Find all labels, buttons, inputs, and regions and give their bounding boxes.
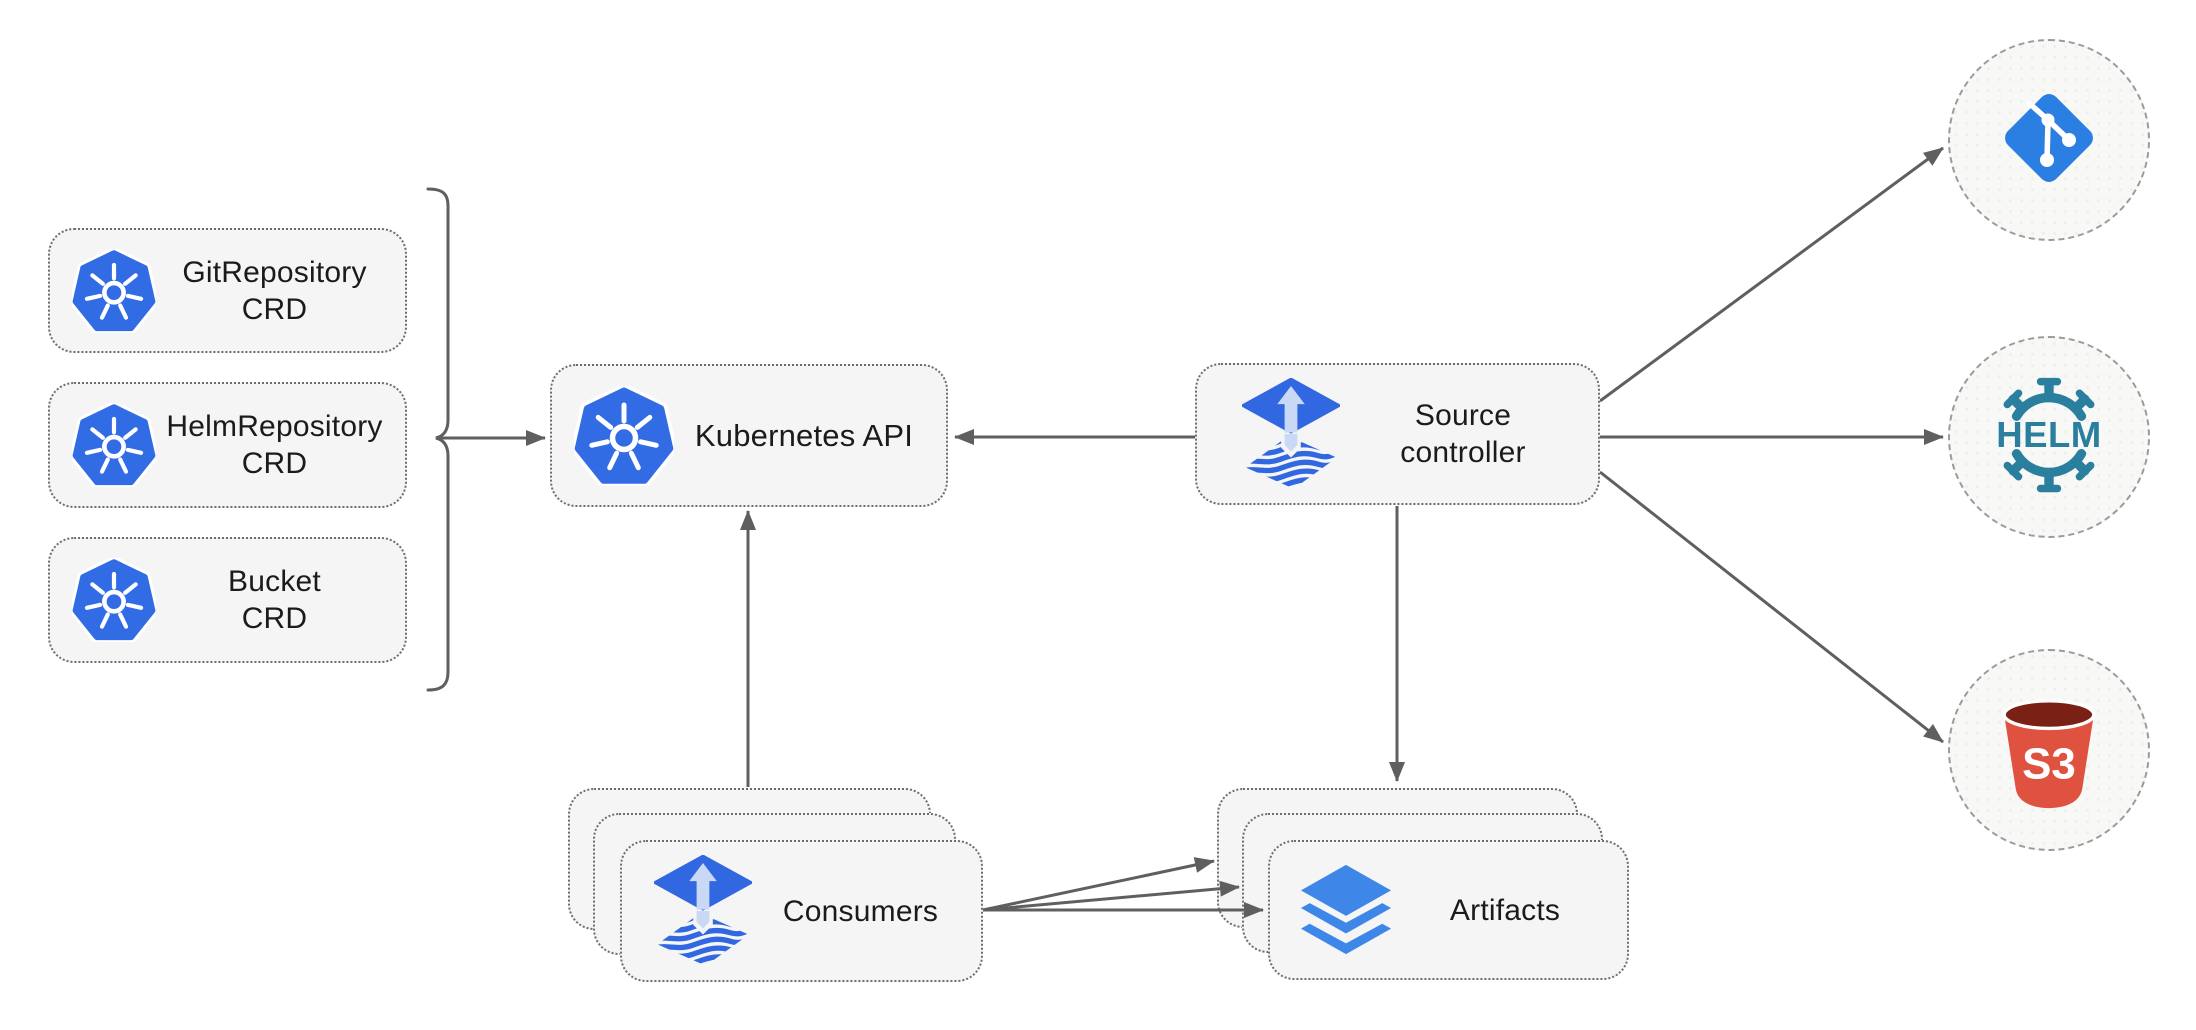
flux-icon (653, 854, 753, 970)
node-source-controller: Source controller (1195, 363, 1600, 505)
node-label: Source controller (1400, 399, 1526, 469)
node-kubernetes-api: Kubernetes API (550, 364, 948, 507)
flux-icon (1241, 377, 1341, 493)
edge-consumers-to-artifacts-2 (982, 880, 1240, 912)
s3-bucket-icon: S3 (1992, 686, 2106, 815)
s3-wordmark: S3 (2022, 739, 2076, 788)
node-helmrepository-crd: HelmRepository CRD (48, 382, 407, 508)
kubernetes-icon (69, 246, 159, 334)
node-bucket-crd: Bucket CRD (48, 537, 407, 663)
kubernetes-icon (69, 401, 159, 489)
node-label: GitRepository CRD (182, 255, 367, 326)
edge-source-controller-to-s3 (1599, 470, 1944, 744)
edge-consumers-to-artifacts-1 (982, 857, 1215, 912)
git-icon (1994, 83, 2104, 198)
node-gitrepository-crd: GitRepository CRD (48, 228, 407, 353)
node-git-endpoint (1948, 39, 2150, 241)
node-label: Kubernetes API (694, 418, 914, 453)
kubernetes-icon (69, 556, 159, 644)
node-helm-endpoint: HELM (1948, 336, 2150, 538)
node-artifacts: Artifacts (1268, 840, 1629, 980)
node-s3-endpoint: S3 (1948, 649, 2150, 851)
layers-icon (1297, 861, 1395, 959)
node-consumers: Consumers (620, 840, 983, 982)
helm-wordmark: HELM (1996, 414, 2101, 455)
node-label: HelmRepository CRD (166, 410, 383, 480)
crd-group-bracket (426, 187, 450, 692)
node-label: Bucket CRD (228, 565, 321, 635)
edge-source-controller-to-git (1599, 146, 1944, 403)
helm-icon: HELM (1974, 360, 2124, 515)
node-label: Artifacts (1449, 893, 1561, 927)
node-label: Consumers (782, 894, 939, 928)
kubernetes-icon (571, 383, 677, 487)
